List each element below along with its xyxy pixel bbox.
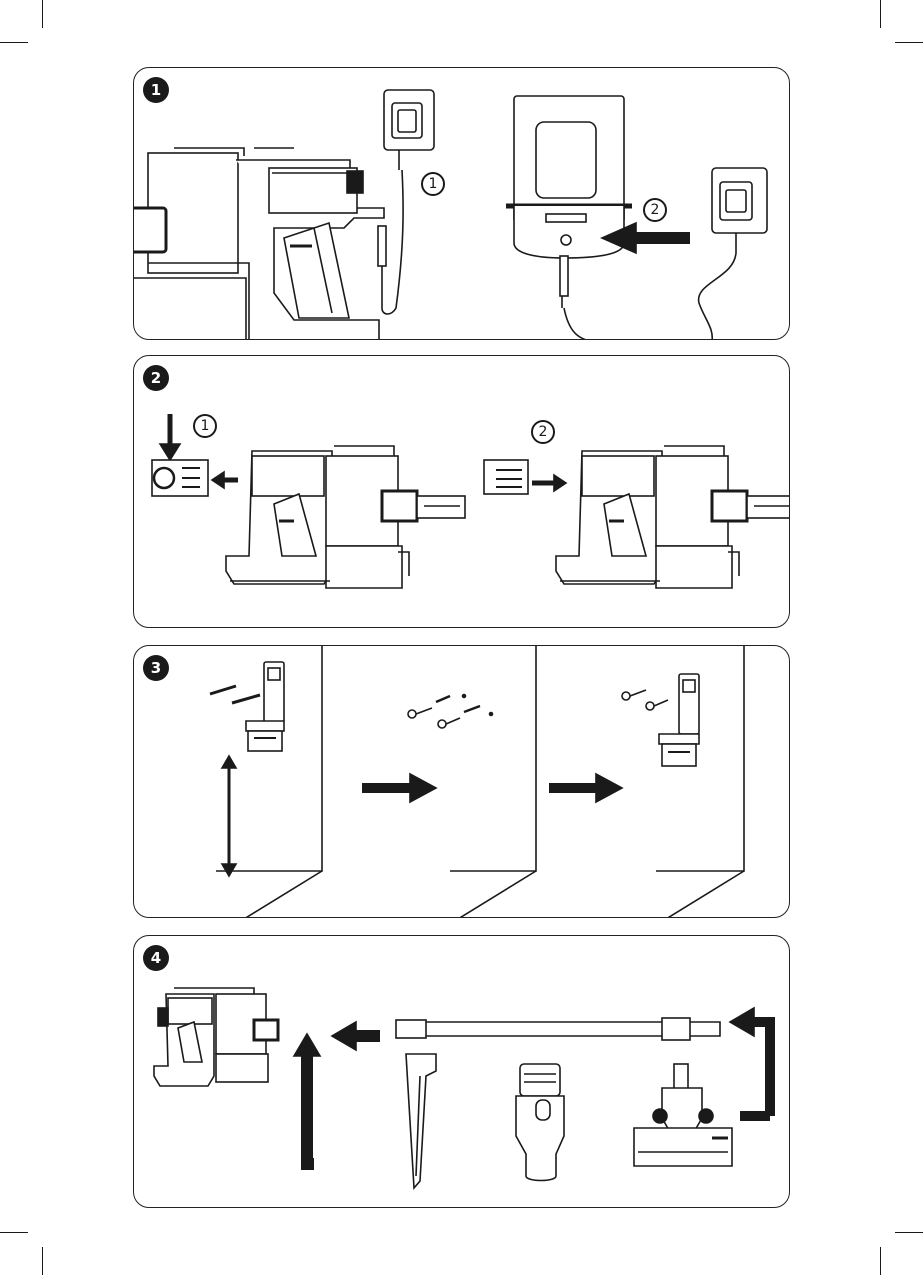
step-number-badge: 2 bbox=[143, 365, 169, 391]
step-2-illustration bbox=[134, 356, 790, 628]
step-1-panel: 1 1 2 bbox=[133, 67, 790, 340]
substep-badge: 1 bbox=[193, 414, 217, 438]
step-4-illustration bbox=[134, 936, 790, 1208]
step-3-illustration bbox=[134, 646, 790, 918]
substep-badge: 1 bbox=[421, 172, 445, 196]
step-2-panel: 2 1 2 bbox=[133, 355, 790, 628]
crop-mark bbox=[42, 1247, 43, 1275]
crop-mark bbox=[880, 1247, 881, 1275]
crop-mark bbox=[42, 0, 43, 28]
step-4-panel: 4 bbox=[133, 935, 790, 1208]
step-number-badge: 3 bbox=[143, 655, 169, 681]
substep-badge: 2 bbox=[531, 420, 555, 444]
step-3-panel: 3 bbox=[133, 645, 790, 918]
crop-mark bbox=[895, 1232, 923, 1233]
crop-mark bbox=[880, 0, 881, 28]
step-1-illustration bbox=[134, 68, 790, 340]
step-number-badge: 4 bbox=[143, 945, 169, 971]
substep-badge: 2 bbox=[643, 198, 667, 222]
crop-mark bbox=[0, 42, 28, 43]
step-number-badge: 1 bbox=[143, 77, 169, 103]
crop-mark bbox=[895, 42, 923, 43]
crop-mark bbox=[0, 1232, 28, 1233]
